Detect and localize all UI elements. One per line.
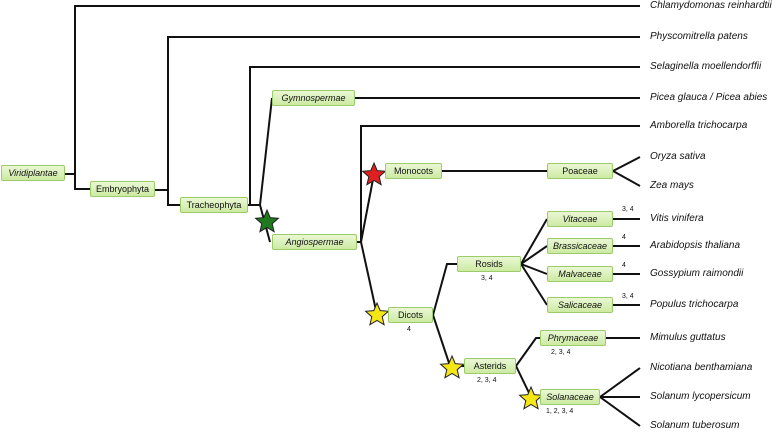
angiospermae-star-icon [254,208,280,233]
branch-amborella-stem [357,125,640,243]
solanaceae-star-icon [518,385,544,410]
annotation-asterids: 2, 3, 4 [477,377,497,384]
node-vitaceae: Vitaceae [547,211,613,227]
node-poaceae: Poaceae [547,163,613,179]
leaf-chlamydomonas: Chlamydomonas reinhardtii [650,0,772,11]
branch-zea [612,170,641,187]
dicots-star-icon [364,301,390,326]
branch-asterids [432,314,464,367]
branch-gymnospermae [259,97,273,206]
leaf-solanum-tuberosum: Solanum tuberosum [650,420,740,431]
monocots-star-icon [361,161,387,186]
branch-vitaceae [520,218,548,265]
annotation-vitaceae: 3, 4 [622,206,634,213]
annotation-brassicaceae: 4 [622,234,626,241]
annotation-salicaceae: 3, 4 [622,293,634,300]
branch-selaginella [248,66,640,206]
leaf-populus: Populus trichocarpa [650,299,739,310]
node-embryophyta: Embryophyta [90,181,155,197]
leaf-selaginella: Selaginella moellendorffii [650,61,762,72]
node-monocots: Monocots [385,163,442,179]
branch-dicots [360,241,378,316]
branch-phrymaceae [515,337,540,367]
leaf-physcomitrella: Physcomitrella patens [650,31,748,42]
branch-tracheophyta [167,190,180,206]
leaf-zea: Zea mays [650,180,694,191]
branch-chlamydomonas [65,5,640,175]
node-gymnospermae: Gymnospermae [272,90,355,106]
branch-monocots [360,173,375,243]
annotation-phrymaceae: 2, 3, 4 [551,349,571,356]
branch-oryza [612,156,641,172]
branch-physcomitrella [155,36,640,191]
node-rosids: Rosids [457,256,521,272]
leaf-mimulus: Mimulus guttatus [650,332,726,343]
annotation-rosids: 3, 4 [481,275,493,282]
node-salicaceae: Salicaceae [547,297,613,313]
leaf-amborella: Amborella trichocarpa [650,120,748,131]
leaf-arabidopsis: Arabidopsis thaliana [650,240,741,251]
asterids-star-icon [439,354,465,379]
node-solanaceae: Solanaceae [540,389,600,405]
branch-rosids [432,263,457,316]
leaf-oryza: Oryza sativa [650,151,706,162]
node-tracheophyta: Tracheophyta [180,197,248,213]
annotation-dicots: 4 [407,326,411,333]
branch-embryophyta [74,174,90,190]
branch-malvaceae [520,263,548,275]
branch-brassicaceae [520,245,548,265]
node-brassicaceae: Brassicaceae [547,238,613,254]
node-viridiplantae: Viridiplantae [1,165,65,181]
node-phrymaceae: Phrymaceae [540,330,606,346]
node-angiospermae: Angiospermae [272,234,357,250]
node-asterids: Asterids [464,358,516,374]
node-dicots: Dicots [388,307,433,323]
leaf-vitis: Vitis vinifera [650,213,704,224]
node-malvaceae: Malvaceae [547,266,613,282]
leaf-picea: Picea glauca / Picea abies [650,92,768,103]
annotation-malvaceae: 4 [622,262,626,269]
leaf-gossypium: Gossypium raimondii [650,268,744,279]
leaf-solanum-lycopersicum: Solanum lycopersicum [650,391,751,402]
leaf-nicotiana: Nicotiana benthamiana [650,362,753,373]
branch-solanum-tub [599,396,641,427]
annotation-solanaceae: 1, 2, 3, 4 [546,408,574,415]
branch-salicaceae [520,263,548,306]
branch-nicotiana [599,367,641,398]
